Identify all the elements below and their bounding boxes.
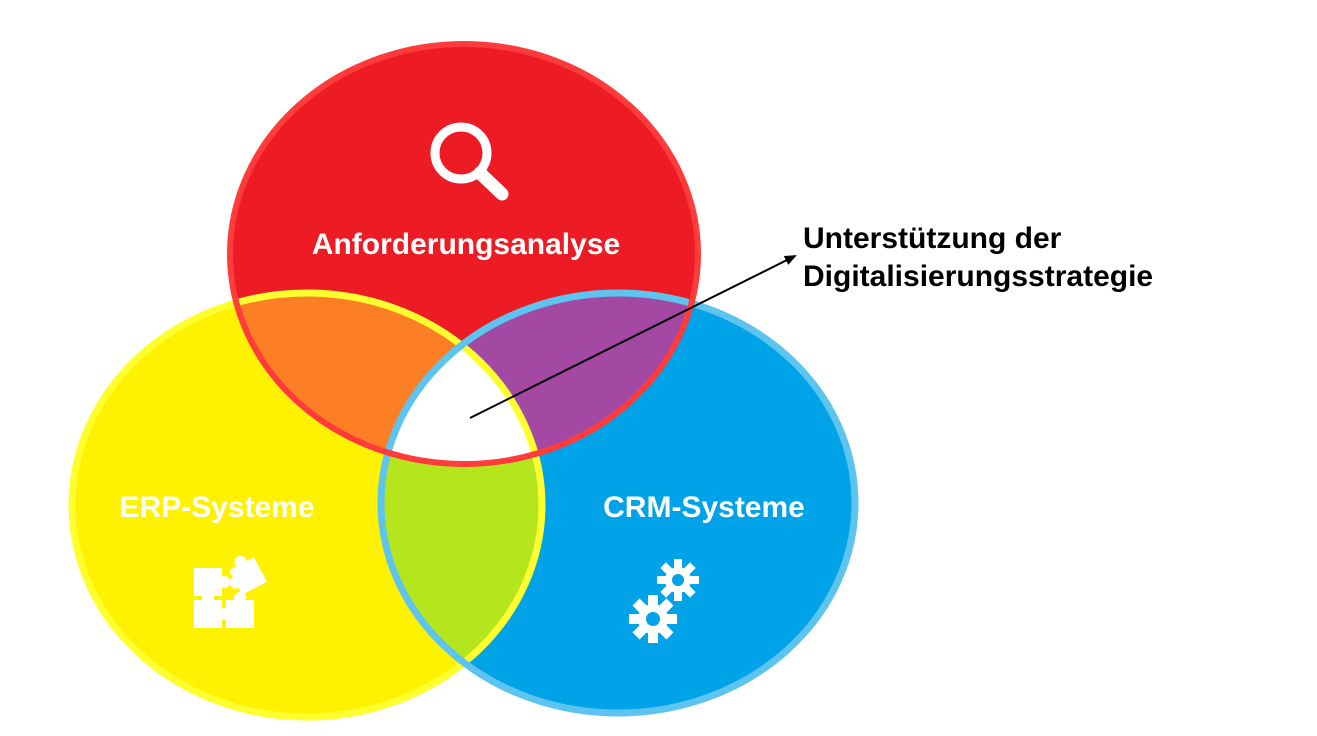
label-erp-systeme: ERP-Systeme — [119, 491, 314, 524]
puzzle-icon — [194, 555, 267, 628]
label-anforderungsanalyse: Anforderungsanalyse — [312, 228, 620, 261]
label-crm-systeme: CRM-Systeme — [603, 491, 805, 524]
callout-line-2: Digitalisierungsstrategie — [803, 260, 1154, 293]
overlap-center — [381, 293, 542, 464]
magnifier-icon — [430, 122, 509, 201]
callout-line-1: Unterstützung der — [803, 222, 1062, 255]
border-blue — [377, 289, 859, 717]
callout-arrow — [469, 255, 797, 419]
border-red — [227, 41, 701, 467]
callout-text: Unterstützung der Digitalisierungsstrate… — [803, 220, 1153, 296]
gears-icon — [629, 559, 699, 643]
border-yellow — [68, 289, 546, 721]
